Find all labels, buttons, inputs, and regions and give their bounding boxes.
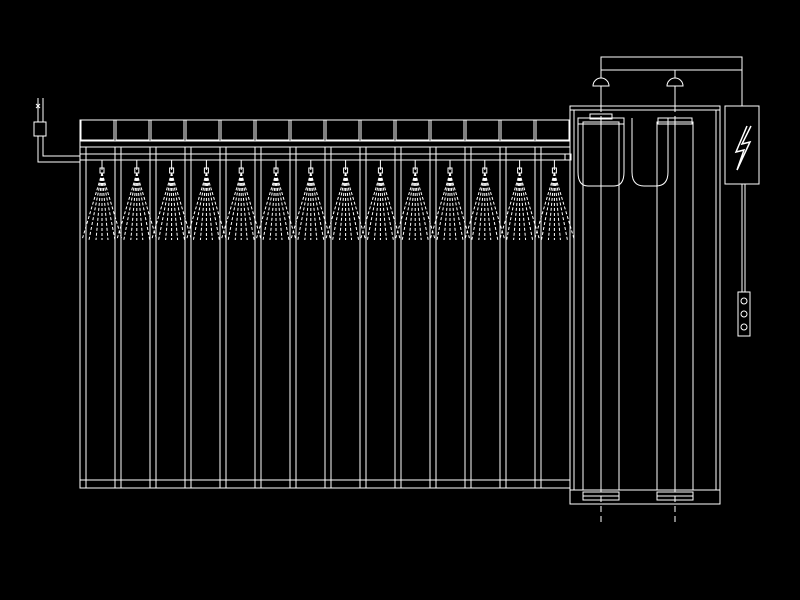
manifold-box: [220, 119, 255, 141]
lightning-bolt-icon: [734, 125, 752, 171]
sensor-dome-icon: [666, 70, 684, 106]
nozzle-array: [81, 160, 575, 241]
signal-wiring: [600, 56, 743, 106]
manifold-box: [465, 119, 500, 141]
filter-cartridge-icon: [631, 117, 694, 491]
spray-nozzle-icon: [116, 160, 158, 241]
manifold-box: [395, 119, 430, 141]
spray-nozzle-icon: [151, 160, 193, 241]
spray-nozzle-icon: [325, 160, 367, 241]
filter-cabinet: [569, 96, 721, 525]
manifold-box: [185, 119, 220, 141]
spray-nozzle-icon: [464, 160, 506, 241]
spray-nozzle-icon: [255, 160, 297, 241]
manifold-box: [325, 119, 360, 141]
manifold-box: [360, 119, 395, 141]
manifold-box: [255, 119, 290, 141]
spray-nozzle-icon: [290, 160, 332, 241]
spray-nozzle-icon: [359, 160, 401, 241]
manifold-box: [115, 119, 150, 141]
manifold-box: [500, 119, 535, 141]
manifold-box: [80, 119, 115, 141]
manifold-box: [535, 119, 570, 141]
inlet-valve: [33, 98, 80, 163]
spray-nozzle-icon: [220, 160, 262, 241]
spray-nozzle-icon: [533, 160, 575, 241]
manifold-box: [150, 119, 185, 141]
sensor-dome-icon: [592, 70, 610, 106]
spray-nozzle-icon: [499, 160, 541, 241]
spray-nozzle-icon: [394, 160, 436, 241]
terminal-block-icon: [737, 291, 751, 337]
power-box: [724, 105, 760, 292]
housing-body: [79, 119, 571, 489]
manifold-box: [290, 119, 325, 141]
spray-nozzle-icon: [81, 160, 123, 241]
manifold-row: [80, 119, 570, 141]
valve-icon: [33, 98, 47, 137]
manifold-box: [430, 119, 465, 141]
spray-nozzle-icon: [429, 160, 471, 241]
spray-nozzle-icon: [185, 160, 227, 241]
collector-plates: [79, 147, 571, 488]
